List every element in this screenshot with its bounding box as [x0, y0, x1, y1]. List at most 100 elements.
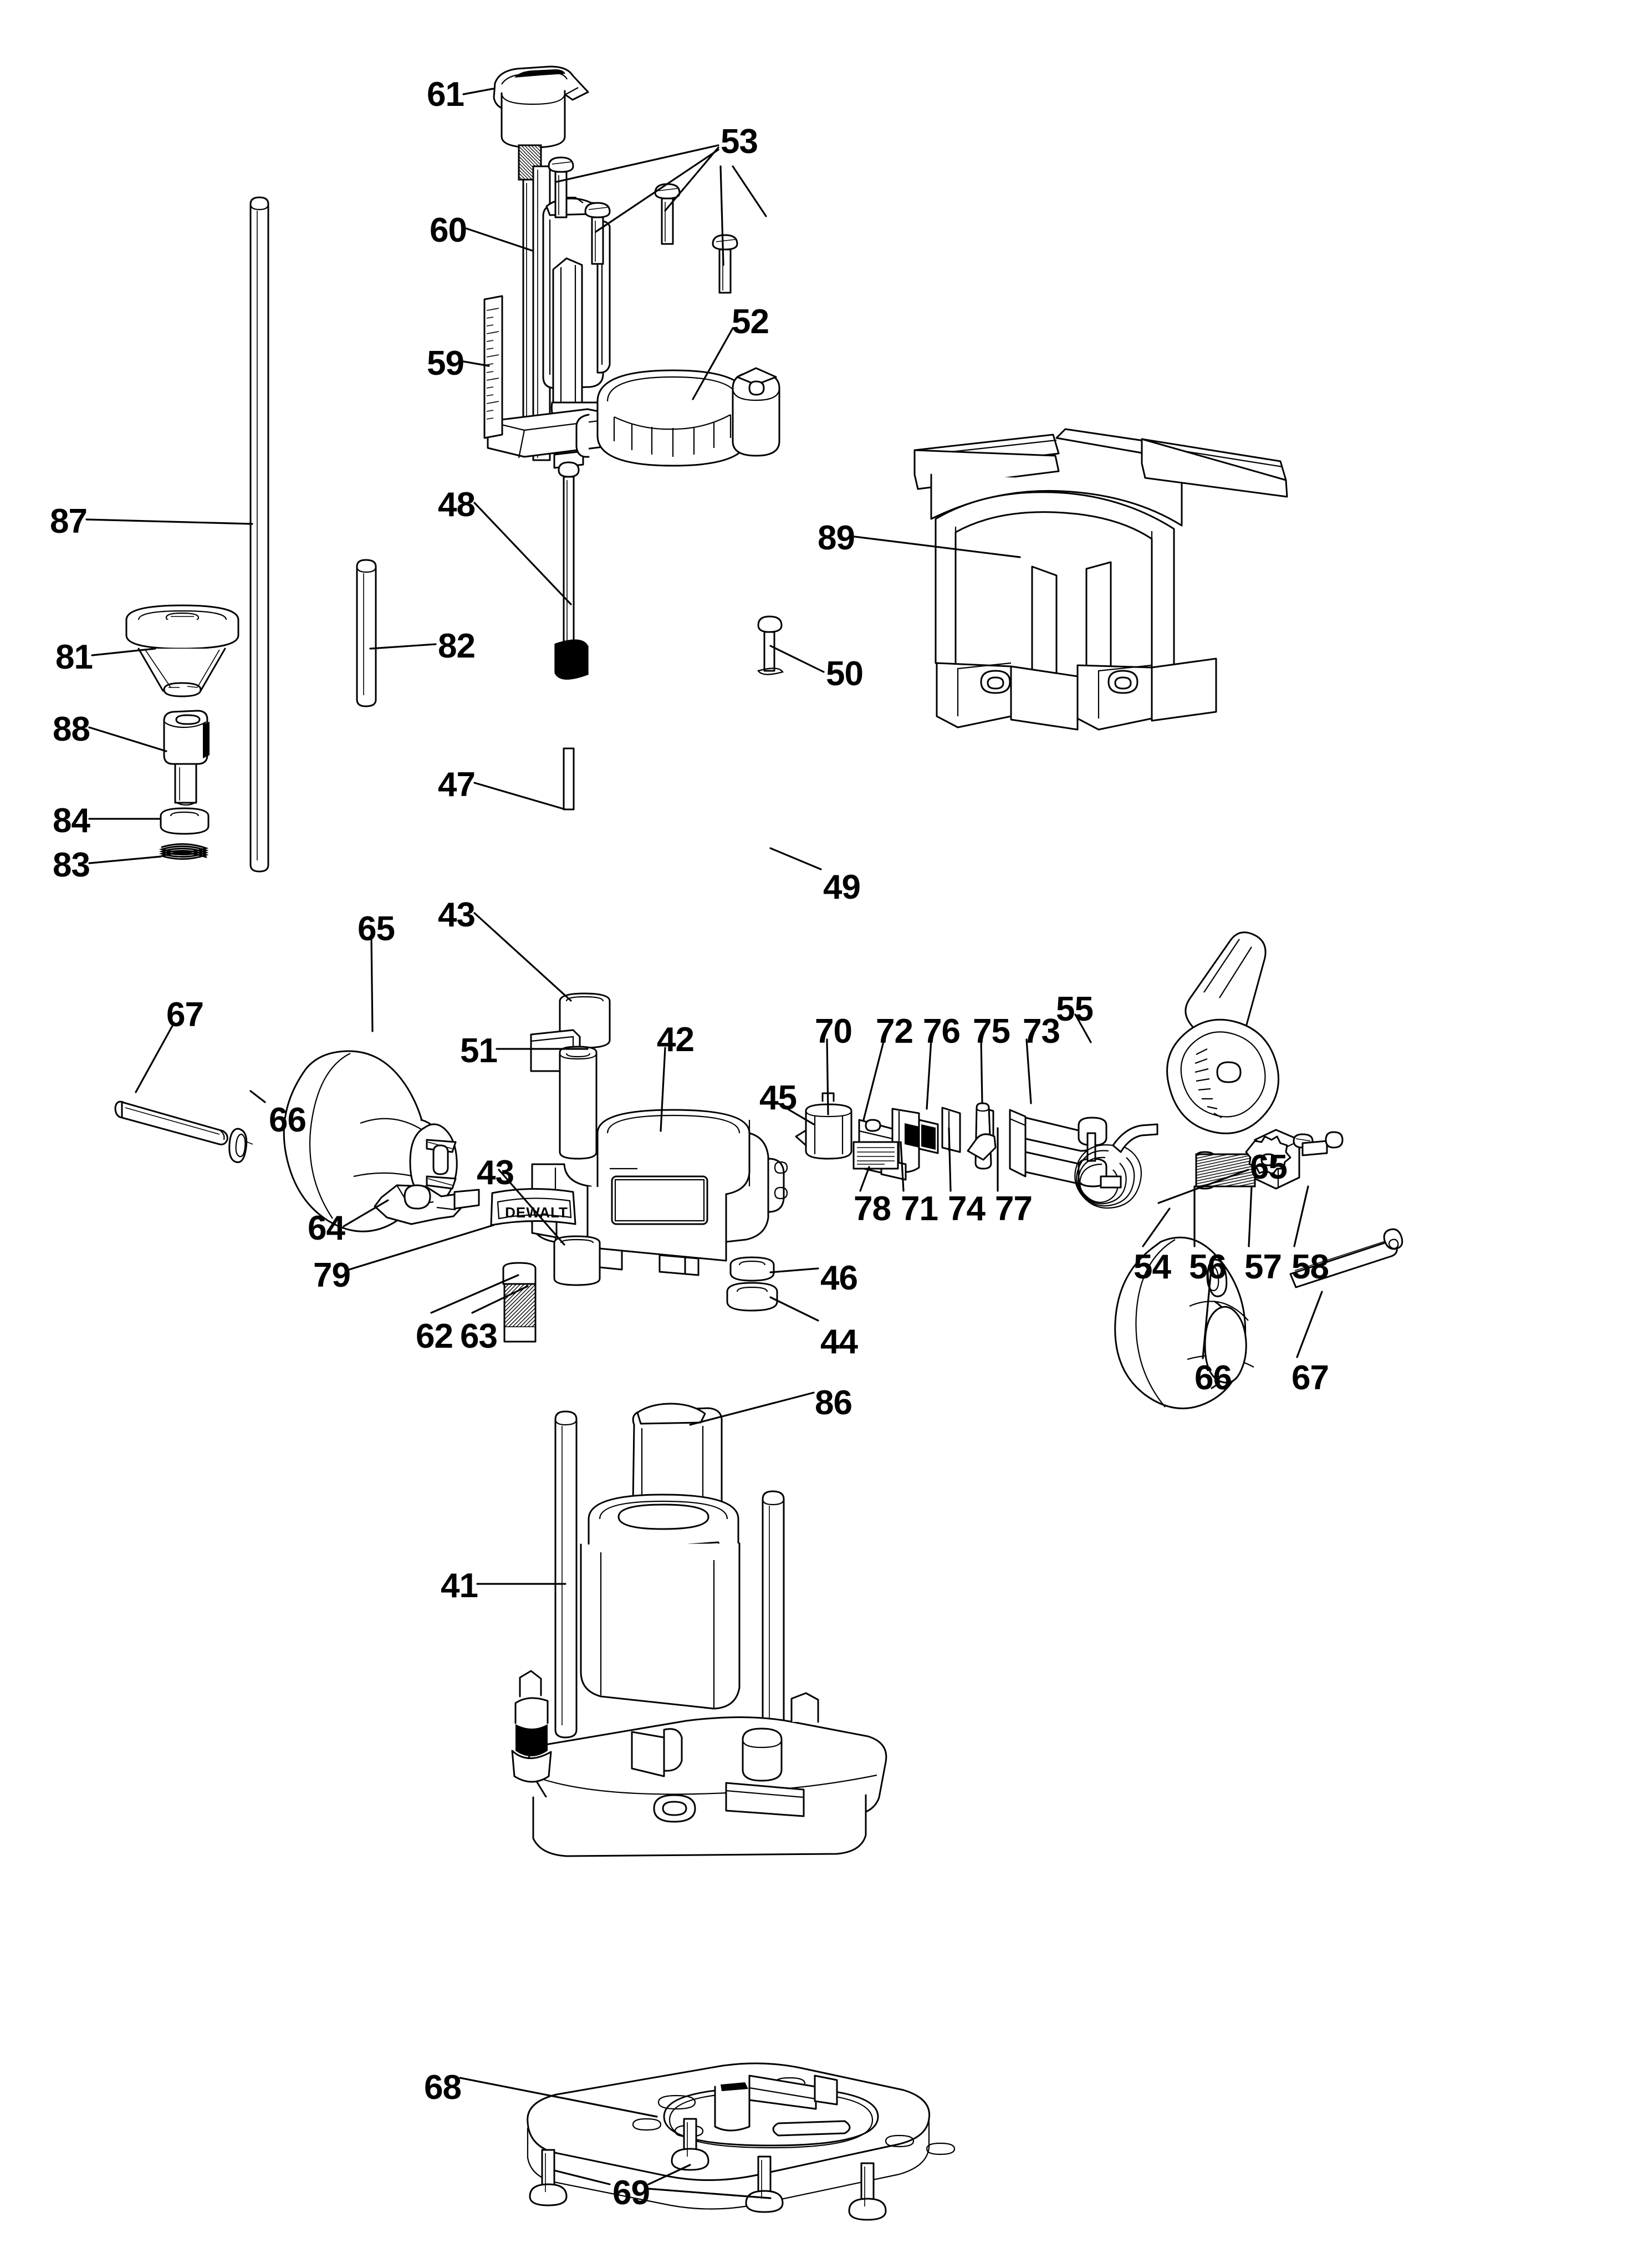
part-81-sub-base-cone — [125, 604, 239, 697]
leader-line-edge-guide-bracket — [854, 536, 1021, 558]
callout-number-knurled-insert: 63 — [460, 1317, 498, 1355]
part-84-flat-washer — [160, 807, 210, 835]
leader-line-lock-washer-right — [1202, 1268, 1212, 1359]
part-68-base-plate — [527, 2062, 956, 2210]
part-74-switch-contact — [918, 1119, 939, 1154]
part-67-handle-bolt-left — [114, 1100, 228, 1145]
callout-number-star-washer: 57 — [1244, 1248, 1282, 1286]
part-57-star-washer — [1245, 1135, 1291, 1175]
part-47-plunge-spring-left — [554, 639, 589, 680]
leader-line-knurled-insert — [471, 1285, 529, 1314]
callout-number-sub-base-cone: 81 — [55, 638, 93, 676]
leader-line-column-bushing-upper — [473, 912, 572, 1002]
callout-number-cam-lock-lever: 56 — [1189, 1248, 1227, 1286]
part-base-body — [511, 1542, 887, 1857]
part-60-depth-rod-column — [487, 144, 627, 469]
leader-line-switch-block — [826, 1038, 829, 1115]
leader-line-washer-upper — [769, 1267, 819, 1273]
leader-line-washer-lower — [769, 1296, 819, 1322]
leader-line-pan-head-screw — [732, 165, 767, 217]
callout-number-dust-extraction-spout: 86 — [815, 1384, 852, 1422]
part-79-dewalt-nameplate — [490, 1187, 576, 1226]
callout-number-switch-lever: 76 — [923, 1012, 961, 1051]
callout-number-turret-collar-ring: 52 — [732, 303, 769, 341]
leader-line-dewalt-nameplate — [348, 1224, 494, 1271]
callout-number-flat-washer: 84 — [53, 802, 90, 840]
part-89-edge-guide-bracket — [913, 428, 1288, 731]
leader-line-knob-clamp-lever — [462, 88, 494, 95]
callout-number-handle-bolt-left: 67 — [166, 996, 204, 1034]
leader-line-guide-rod-long — [85, 518, 253, 525]
leader-line-handle-knob-left — [370, 936, 374, 1032]
leader-line-pivot-pin — [980, 1038, 983, 1104]
leader-line-clamp-link — [1025, 1038, 1032, 1104]
callout-number-handle-bolt-right: 67 — [1291, 1359, 1329, 1397]
leader-line-switch-plate — [862, 1038, 885, 1121]
part-62-bushing-sleeve — [502, 1262, 537, 1285]
leader-line-torsion-spring — [1074, 1013, 1092, 1043]
leader-line-lock-washer-left — [249, 1090, 266, 1103]
leader-line-turret-collar-ring — [692, 327, 734, 400]
callout-number-dewalt-nameplate: 79 — [313, 1256, 351, 1294]
part-55-torsion-spring — [1074, 1123, 1158, 1209]
leader-line-sub-base-cone — [91, 648, 156, 656]
dewalt-nameplate-text: DEWALT — [505, 1204, 568, 1221]
callout-number-threaded-lead-screw: 48 — [438, 486, 476, 524]
part-43-column-bushing-lower — [553, 1235, 601, 1286]
part-83-compression-spring-small — [159, 843, 209, 860]
part-67-handle-bolt-right — [1289, 1228, 1403, 1288]
leader-line-base-plate-screw — [647, 2164, 691, 2185]
callout-number-column-bushing-lower: 43 — [477, 1154, 514, 1192]
callout-number-long-adjusting-rod: 50 — [826, 655, 864, 693]
part-50-long-adjusting-rod — [757, 615, 783, 672]
part-49-plunge-spring-right — [757, 667, 784, 675]
part-52-turret-collar-ring — [575, 367, 780, 467]
part-61-knob-clamp-lever — [493, 65, 589, 149]
callout-number-handle-knob-right: 65 — [1250, 1148, 1288, 1186]
callout-number-screw-small: 58 — [1291, 1248, 1329, 1286]
callout-number-switch-plate: 72 — [876, 1012, 913, 1051]
callout-number-torsion-spring: 55 — [1056, 990, 1094, 1028]
part-88-lock-nut-block — [163, 710, 210, 806]
leader-line-depth-scale — [462, 360, 490, 367]
leader-line-lock-nut-block — [88, 726, 167, 752]
callout-number-column-bushing-upper: 43 — [438, 896, 476, 934]
leader-line-switch-lever — [926, 1038, 932, 1110]
part-78-warning-label — [852, 1141, 899, 1170]
leader-line-switch-terminal — [900, 1141, 905, 1192]
leader-line-base-plate — [459, 2077, 658, 2118]
leader-line-handle-bolt-right — [1296, 1291, 1323, 1358]
leader-line-base-plate-screw — [553, 2169, 611, 2185]
callout-number-base-plate-screw: 69 — [612, 2174, 650, 2212]
callout-number-lock-washer-left: 66 — [269, 1101, 307, 1139]
leader-line-star-washer — [1248, 1185, 1253, 1247]
leader-line-threaded-lead-screw — [473, 502, 572, 605]
part-66-lock-washer-right — [1206, 1258, 1228, 1297]
part-42-motor-housing-clamp — [531, 1046, 788, 1276]
leader-line-handle-bolt-left — [135, 1022, 175, 1093]
leader-line-base-plate-screw — [647, 2188, 772, 2199]
callout-number-switch-contact: 74 — [948, 1190, 986, 1228]
leader-line-dust-extraction-spout — [689, 1392, 815, 1426]
callout-number-dust-port-fitting: 64 — [308, 1209, 345, 1247]
callout-number-warning-label: 78 — [854, 1190, 891, 1228]
callout-number-knob-clamp-lever: 61 — [427, 75, 464, 114]
leader-line-dust-port-fitting — [343, 1199, 389, 1227]
leader-line-switch-actuator-pin — [775, 1101, 815, 1125]
leader-line-compression-spring-small — [88, 855, 162, 864]
leader-line-motor-housing-clamp — [660, 1047, 666, 1132]
leader-line-depth-rod-column — [465, 227, 533, 252]
leader-line-pan-head-screw — [595, 149, 719, 233]
part-66-lock-washer-left — [228, 1128, 253, 1163]
part-59-depth-scale — [483, 295, 503, 439]
part-41-plunge-base-post — [554, 1410, 785, 1746]
leader-line-switch-contact — [948, 1127, 952, 1192]
part-64-dust-port-fitting — [374, 1184, 480, 1225]
callout-number-washer-upper: 46 — [820, 1259, 858, 1297]
callout-number-guide-rod-short: 82 — [438, 627, 476, 665]
callout-number-depth-scale: 59 — [427, 344, 464, 383]
callout-number-edge-guide-bracket: 89 — [818, 519, 855, 557]
